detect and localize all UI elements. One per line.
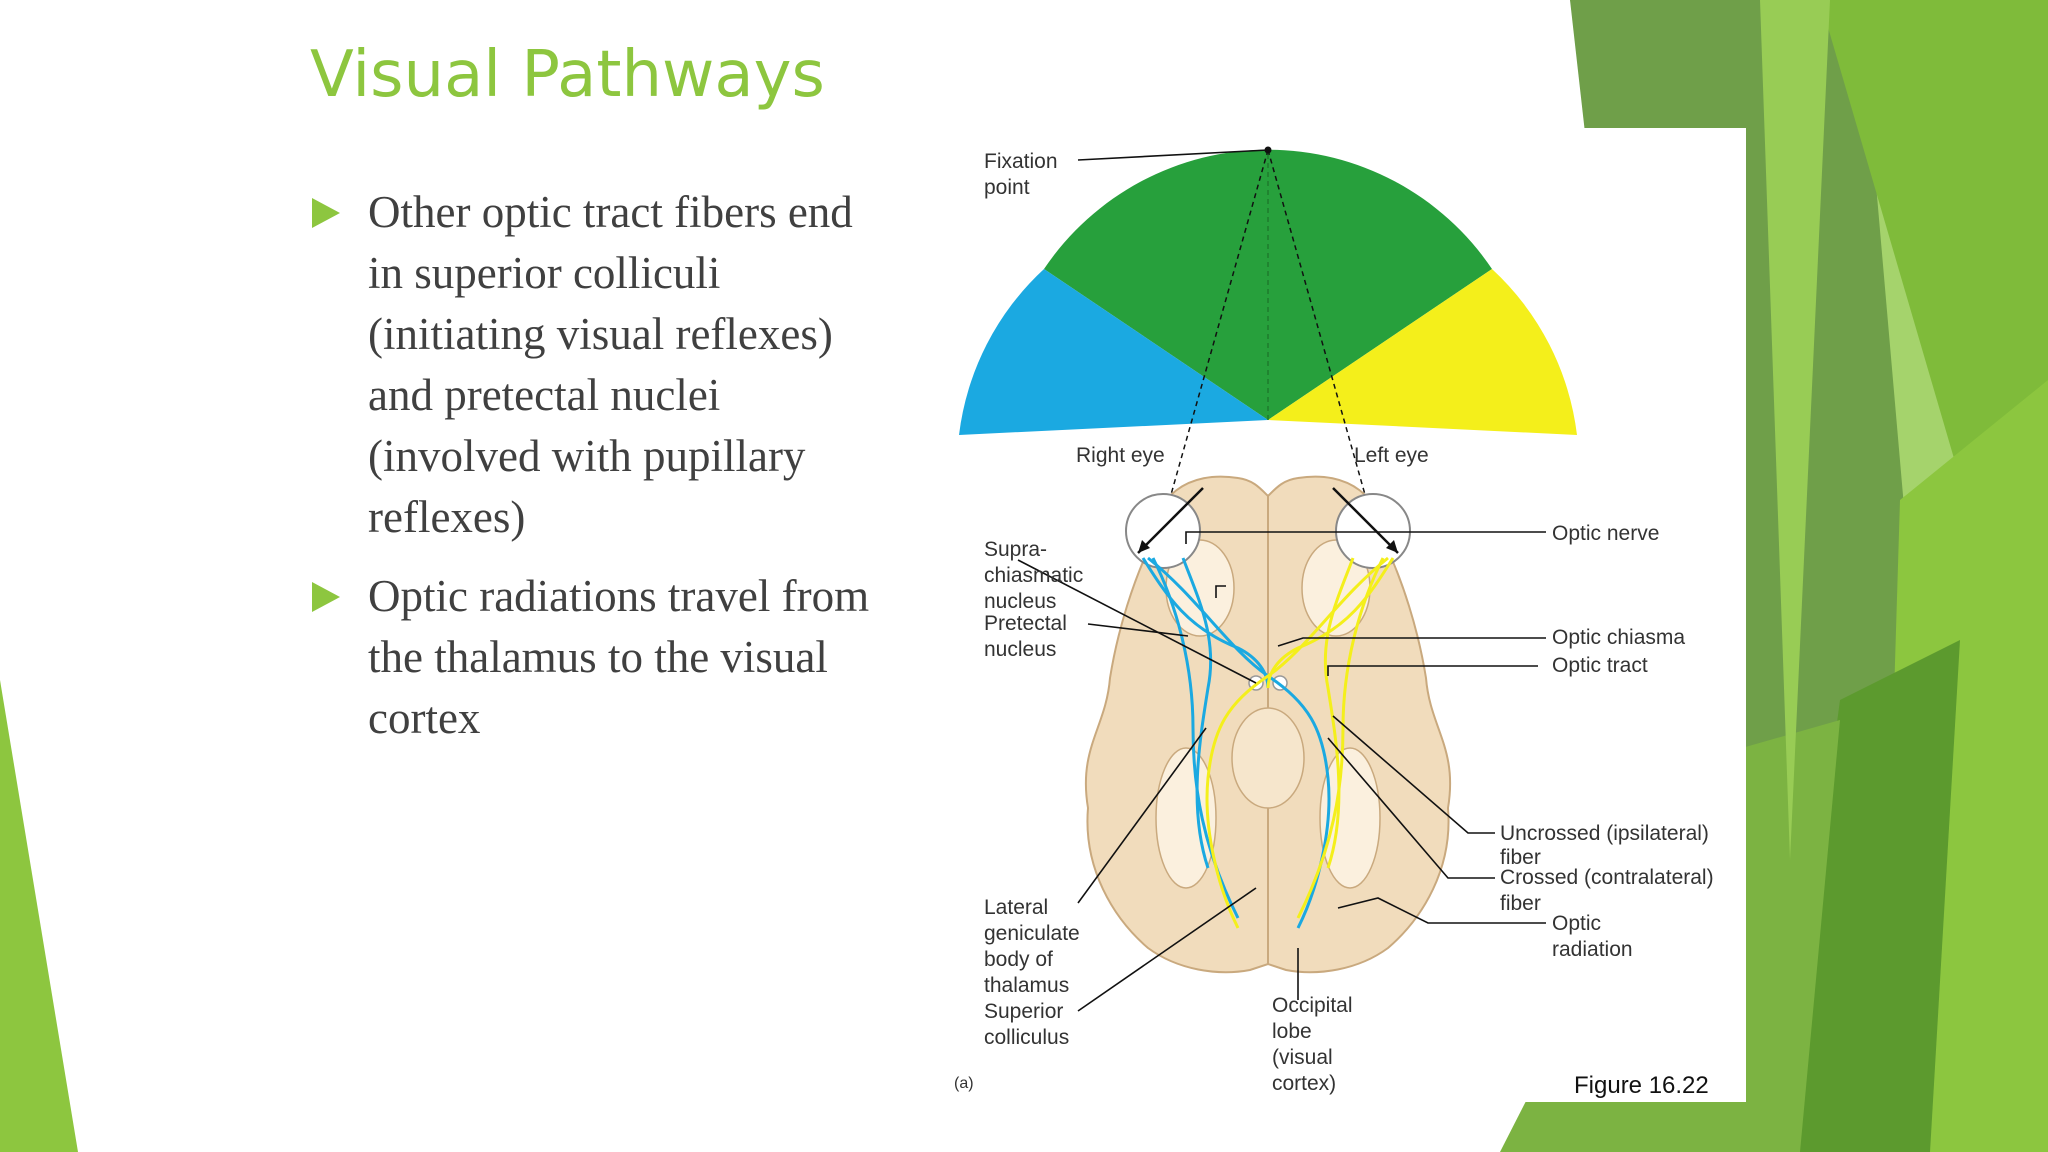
label-right-eye: Right eye	[1076, 444, 1165, 467]
label-lateral-geniculate-2: geniculate	[984, 922, 1080, 945]
left-visual-field-yellow	[1268, 269, 1577, 435]
label-superior-colliculus-2: colliculus	[984, 1026, 1069, 1049]
label-pretectal-2: nucleus	[984, 638, 1056, 661]
label-pretectal-1: Pretectal	[984, 612, 1067, 635]
label-lateral-geniculate-1: Lateral	[984, 896, 1048, 919]
label-optic-radiation-2: radiation	[1552, 938, 1633, 961]
label-fixation-point-1: Fixation	[984, 150, 1058, 173]
bullet-list: Other optic tract fibers end in superior…	[312, 182, 872, 767]
right-visual-field-blue	[959, 269, 1268, 435]
left-eye-icon	[1335, 493, 1411, 569]
label-left-eye: Left eye	[1354, 444, 1429, 467]
label-fixation-point-2: point	[984, 176, 1030, 199]
label-superior-colliculus-1: Superior	[984, 1000, 1063, 1023]
label-crossed-2: fiber	[1500, 892, 1541, 915]
bullet-item: Optic radiations travel from the thalamu…	[312, 566, 872, 749]
label-lateral-geniculate-4: thalamus	[984, 974, 1069, 997]
label-occipital-2: lobe	[1272, 1020, 1312, 1043]
label-suprachiasmatic-2: chiasmatic	[984, 564, 1083, 587]
pathway-diagram: Fixation point Right eye Left eye Supra-…	[954, 146, 1714, 1095]
panel-letter: (a)	[954, 1075, 974, 1092]
label-occipital-4: cortex)	[1272, 1072, 1336, 1095]
label-crossed-1: Crossed (contralateral)	[1500, 866, 1714, 889]
label-lateral-geniculate-3: body of	[984, 948, 1053, 971]
bullet-arrow-icon	[312, 582, 340, 612]
right-eye-icon	[1125, 493, 1201, 569]
label-optic-nerve: Optic nerve	[1552, 522, 1659, 545]
label-suprachiasmatic-1: Supra-	[984, 538, 1047, 561]
figure-caption: Figure 16.22	[1574, 1072, 1709, 1099]
label-occipital-3: (visual	[1272, 1046, 1333, 1069]
yellow-fiber-pathway	[1205, 556, 1395, 929]
slide-title: Visual Pathways	[310, 38, 825, 112]
label-optic-radiation-1: Optic	[1552, 912, 1601, 935]
bullet-arrow-icon	[312, 198, 340, 228]
label-optic-chiasma: Optic chiasma	[1552, 626, 1685, 649]
label-uncrossed-2: fiber	[1500, 846, 1541, 869]
label-occipital-1: Occipital	[1272, 994, 1353, 1017]
bullet-text: Other optic tract fibers end in superior…	[368, 187, 853, 542]
label-uncrossed-1: Uncrossed (ipsilateral)	[1500, 822, 1709, 845]
bullet-item: Other optic tract fibers end in superior…	[312, 182, 872, 548]
label-optic-tract: Optic tract	[1552, 654, 1648, 677]
bullet-text: Optic radiations travel from the thalamu…	[368, 571, 870, 743]
label-suprachiasmatic-3: nucleus	[984, 590, 1056, 613]
visual-pathway-figure: Fixation point Right eye Left eye Supra-…	[938, 128, 1746, 1102]
